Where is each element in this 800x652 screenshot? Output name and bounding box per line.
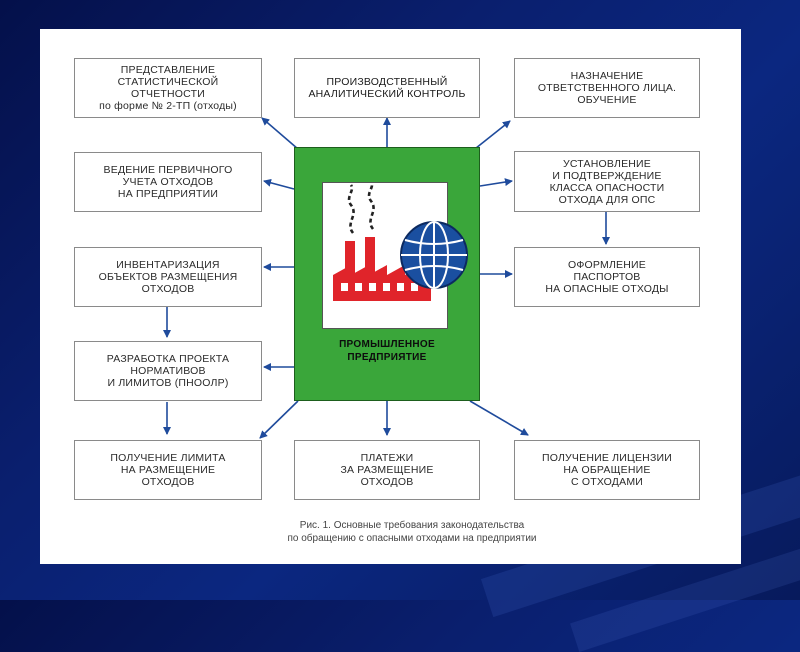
hazard-class-box: УСТАНОВЛЕНИЕ И ПОДТВЕРЖДЕНИЕ КЛАССА ОПАС… bbox=[514, 151, 700, 212]
arrow-to-primary-accounting bbox=[263, 178, 295, 190]
production-control-box: ПРОИЗВОДСТВЕННЫЙ АНАЛИТИЧЕСКИЙ КОНТРОЛЬ bbox=[294, 58, 480, 118]
standards-project-box: РАЗРАБОТКА ПРОЕКТА НОРМАТИВОВ И ЛИМИТОВ … bbox=[74, 341, 262, 401]
arrow-to-statistics bbox=[261, 117, 299, 150]
license-box: ПОЛУЧЕНИЕ ЛИЦЕНЗИИ НА ОБРАЩЕНИЕ С ОТХОДА… bbox=[514, 440, 700, 500]
payments-box: ПЛАТЕЖИ ЗА РАЗМЕЩЕНИЕ ОТХОДОВ bbox=[294, 440, 480, 500]
arrow-to-limit bbox=[259, 400, 299, 439]
industrial-enterprise-block: ПРОМЫШЛЕННОЕ ПРЕДПРИЯТИЕ bbox=[294, 147, 480, 401]
inventory-box: ИНВЕНТАРИЗАЦИЯ ОБЪЕКТОВ РАЗМЕЩЕНИЯ ОТХОД… bbox=[74, 247, 262, 307]
hazard-passports-box: ОФОРМЛЕНИЕ ПАСПОРТОВ НА ОПАСНЫЕ ОТХОДЫ bbox=[514, 247, 700, 307]
waste-limit-box: ПОЛУЧЕНИЕ ЛИМИТА НА РАЗМЕЩЕНИЕ ОТХОДОВ bbox=[74, 440, 262, 500]
smoke-icon bbox=[347, 182, 375, 234]
primary-accounting-box: ВЕДЕНИЕ ПЕРВИЧНОГО УЧЕТА ОТХОДОВ НА ПРЕД… bbox=[74, 152, 262, 212]
statistics-report-box: ПРЕДСТАВЛЕНИЕ СТАТИСТИЧЕСКОЙ ОТЧЕТНОСТИ … bbox=[74, 58, 262, 118]
figure-caption: Рис. 1. Основные требования законодатель… bbox=[287, 520, 537, 544]
diagram-slide: ПРЕДСТАВЛЕНИЕ СТАТИСТИЧЕСКОЙ ОТЧЕТНОСТИ … bbox=[40, 29, 741, 564]
enterprise-label: ПРОМЫШЛЕННОЕ ПРЕДПРИЯТИЕ bbox=[339, 339, 435, 363]
responsible-person-box: НАЗНАЧЕНИЕ ОТВЕТСТВЕННОГО ЛИЦА. ОБУЧЕНИЕ bbox=[514, 58, 700, 118]
factory-icon bbox=[333, 237, 431, 301]
globe-icon bbox=[400, 221, 468, 289]
arrow-to-license bbox=[469, 400, 529, 436]
arrow-to-hazard-class bbox=[479, 178, 513, 187]
